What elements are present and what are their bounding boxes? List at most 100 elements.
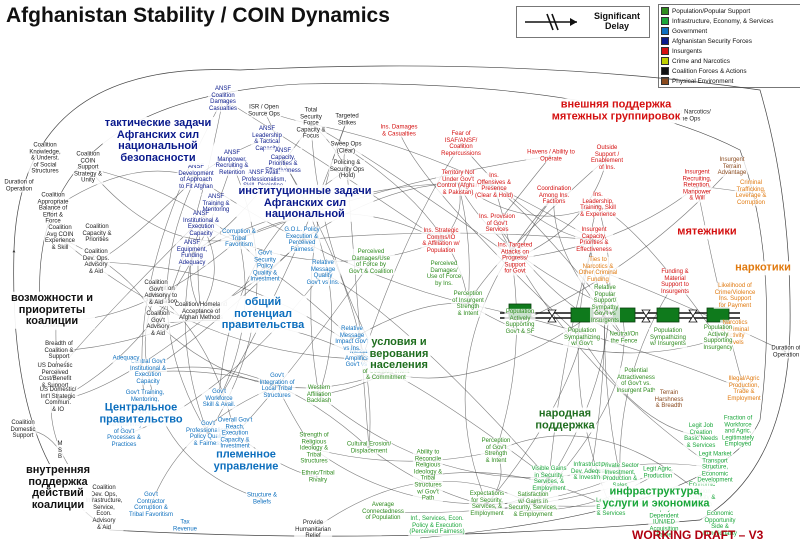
node-n89: Illegal/Agric Production, Trade & Employ… [726, 375, 762, 403]
legend-item: Afghanistan Security Forces [661, 36, 799, 46]
node-n12: Havens / Ability to Operate [526, 149, 576, 163]
ov-asf-tasks: тактические задачи Афганских сил национа… [102, 117, 214, 165]
legend-item: Population/Popular Support [661, 6, 799, 16]
node-n80: Tax Revenue [171, 519, 199, 533]
node-n39: Perceived Damages/Use of Force by Gov't … [347, 248, 395, 276]
node-n55: US Domestic Perceived Cost/Benefit & Sup… [36, 362, 74, 390]
node-n31: Coalition Capacity & Priorities [81, 224, 113, 244]
legend-swatch [661, 77, 669, 85]
node-n44: G.O.L. Policy Execution & Perceived Fair… [283, 226, 321, 254]
node-n88: Terrain Harshness & Breadth [653, 390, 685, 410]
page-title: Afghanistan Stability / COIN Dynamics [6, 4, 390, 27]
node-n17: Insurgent Terrain Advantage [716, 157, 748, 177]
node-n60: Western Affiliation Backlash [305, 385, 333, 405]
node-n54: Breadth of Coalition & Support [43, 341, 75, 361]
node-n82: Population Actively Supporting Gov't & S… [504, 308, 536, 336]
node-n75: Expectations for Security, Services, & E… [468, 490, 506, 518]
node-n2: ISR / Open Source Ops [247, 104, 281, 118]
legend-item: Physical Environment [661, 76, 799, 86]
node-n48: Relative Popular Support/ Sympathy Gov't… [589, 285, 621, 325]
node-n74: Visible Gains in Security, Services, & E… [530, 465, 568, 493]
node-n24: Coalition COIN Support Strategy & Unity [72, 151, 104, 185]
node-n16: Insurgent Recruiting, Retention, Manpowe… [681, 169, 713, 203]
node-n97: Legit Job Creation Basic Needs & Service… [683, 422, 719, 450]
ov-popular-support: народная поддержка [533, 407, 597, 433]
ov-tribal: племенное управление [211, 448, 281, 474]
legend-item: Infrastructure, Economy, & Services [661, 16, 799, 26]
ov-central-gov: Центральное правительство [97, 401, 185, 427]
legend-item: Insurgents [661, 46, 799, 56]
node-n104: M S B [56, 441, 64, 461]
node-n86: Population Actively Supporting Insurgenc… [702, 324, 734, 352]
ov-conditions: условия и верования населения [367, 335, 431, 373]
node-n73: Satisfaction w/ Gains in Security, Servi… [507, 491, 559, 519]
node-n46: Relative Message Quality Gov't vs Ins. [305, 259, 341, 287]
node-n83: Population Sympathizing w/ Gov't [562, 328, 602, 348]
node-n93: Legit Agric. Production [642, 466, 674, 480]
legend-swatch [661, 47, 669, 55]
node-n72: Perception of Gov't Strength & Intent [480, 437, 512, 465]
node-n38: Ins. Strategic Comms/IO & Affiliation w/… [421, 227, 461, 255]
node-n56: US Domestic/ Int'l Strategic Commun. & I… [38, 386, 78, 414]
node-n42: Funding & Material Support to Insurgents [659, 268, 691, 296]
node-n98: Legit Market Transport Structure, Econom… [696, 451, 734, 485]
node-n99: Economic Opportunity Side & Functionalit… [702, 510, 738, 538]
node-n28: Coalition Appropriate Balance of Effort … [36, 192, 70, 226]
node-n13: Outside Support / Enablement of Ins. [589, 144, 625, 172]
ov-infrastructure: инфраструктура, услуги и экономика [600, 485, 712, 511]
node-n77: Inf., Services, Econ. Policy & Execution… [408, 516, 466, 536]
node-n3: Total Security Force Capacity & Focus [295, 107, 327, 141]
node-n71: Ability to Reconcile Religious Ideology … [412, 449, 444, 503]
node-n6: Fear of ISAF/ANSF/ Coalition Repercussio… [440, 130, 482, 158]
node-n64: Gov't Workforce Skill & Avail. [201, 389, 237, 409]
node-n11: Ins. Offensives & Presence (Clear & Hold… [473, 172, 515, 200]
legend: Population/Popular Support Infrastructur… [658, 4, 800, 88]
node-n18: Criminal Trafficking, Leverage & Corrupt… [734, 179, 768, 207]
node-n26: ANSF Training & Mentoring [201, 194, 231, 214]
node-n52: Coalition Gov't Advisory & Aid [145, 310, 171, 338]
node-n23: Coalition Knowledge, & Underst. of Socia… [28, 142, 62, 176]
node-n8: Sweep Ops (Clear) [329, 141, 363, 155]
node-n14: Coordination Among Ins. Factions [535, 186, 573, 206]
node-n70: Cultural Erosion/ Displacement [345, 441, 393, 455]
node-n67: Overall Gov't Reach, Execution Capacity … [216, 417, 254, 451]
node-n29: Duration of Operation [3, 179, 35, 193]
ov-insurgents: мятежники [675, 225, 739, 239]
node-n27: ANSF Institutional & Execution Capacity [181, 210, 221, 238]
legend-swatch [661, 57, 669, 65]
legend-swatch [661, 7, 669, 15]
node-n105: Adequacy [111, 355, 141, 363]
legend-swatch [661, 67, 669, 75]
node-n22: ANSF Manpower, Recruiting & Retention [214, 149, 250, 177]
node-n47: Perception of Insurgent Strength & Inten… [451, 290, 485, 318]
node-n4: Targeted Strikes [334, 113, 360, 127]
node-n45: Gov't Security Policy Quality & Investme… [249, 250, 281, 284]
delay-key-label: Significant Delay [593, 11, 640, 31]
node-n79: Gov't Contractor Corruption & Tribal Fav… [127, 491, 175, 519]
node-n62: Central Gov't Institutional & Execution … [128, 358, 168, 386]
node-n84: Neutral/On the Fence [608, 331, 640, 345]
node-n49: Likelihood of Crime/Violence Ins. Suppor… [713, 282, 757, 310]
node-n30: Coalition Avg COIN Experience & Skill [43, 224, 77, 252]
node-n35: Ins. Targeted Attacks on Progress/ Suppo… [496, 242, 534, 276]
node-n102: Coalition Gov't Advisory & Aid [143, 279, 169, 307]
legend-swatch [661, 37, 669, 45]
legend-swatch [661, 17, 669, 25]
node-n103: Coalition Domestic Support [9, 420, 37, 440]
node-n15: Ins. Leadership, Training, Skill & Exper… [579, 191, 617, 219]
node-n90: Fraction of Workforce and Agric. Legitim… [720, 415, 756, 449]
node-n51: Coalition/Homeland Acceptance of Afghan … [173, 302, 229, 322]
ov-domestic-support: внутренняя поддержка действий коалиции [23, 464, 93, 512]
working-draft-label: WORKING DRAFT – V3 [632, 528, 764, 542]
node-n78: Provide Humanitarian Relief [294, 520, 332, 540]
node-n9: Policing & Security Ops (Hold) [328, 160, 366, 180]
node-n5: Ins. Damages & Casualties [379, 124, 419, 138]
delay-key: Significant Delay [516, 6, 650, 38]
node-n58: Relative Message Impact Gov't vs Ins. [334, 325, 370, 353]
ov-ins-support: внешняя поддержка мятежных группировок [549, 98, 683, 124]
node-n37: Insurgent Capacity, Priorities & Effecti… [575, 226, 613, 254]
node-n10: Territory Not Under Gov't Control (Afgha… [435, 169, 481, 197]
node-n61: Gov't Integration of Local Tribal Struct… [258, 372, 296, 400]
node-n69: Ethnic/Tribal Rivalry [300, 470, 336, 484]
legend-item: Coalition Forces & Actions [661, 66, 799, 76]
